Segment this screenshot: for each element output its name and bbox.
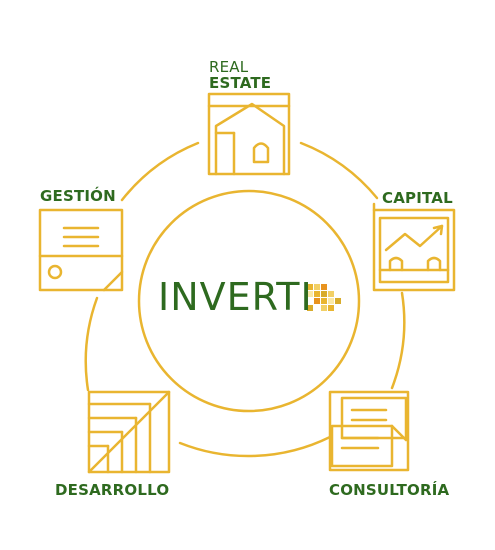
label-desarrollo: DESARROLLO <box>55 481 170 499</box>
ring-arc-capital-consultoria <box>390 291 406 390</box>
logo-tiles <box>307 284 341 311</box>
ring-arc-estate-capital <box>299 141 379 200</box>
ring-arc-desarrollo-gestion <box>84 296 99 392</box>
inner-circle <box>137 189 361 413</box>
ring-arc-consultoria-desarrollo <box>178 435 332 458</box>
growth-chart-icon <box>372 202 456 292</box>
label-real: REAL <box>209 58 249 76</box>
documents-icon <box>328 390 410 472</box>
ring-arc-gestion-estate <box>120 141 200 202</box>
brand-wordmark: INVERTI <box>158 275 313 319</box>
label-capital: CAPITAL <box>382 189 453 207</box>
house-icon <box>207 92 291 176</box>
document-icon <box>38 208 124 292</box>
label-gestion: GESTIÓN <box>40 187 116 205</box>
label-estate: ESTATE <box>209 74 272 92</box>
stairs-icon <box>87 390 171 474</box>
label-consultoria: CONSULTORÍA <box>329 481 450 499</box>
